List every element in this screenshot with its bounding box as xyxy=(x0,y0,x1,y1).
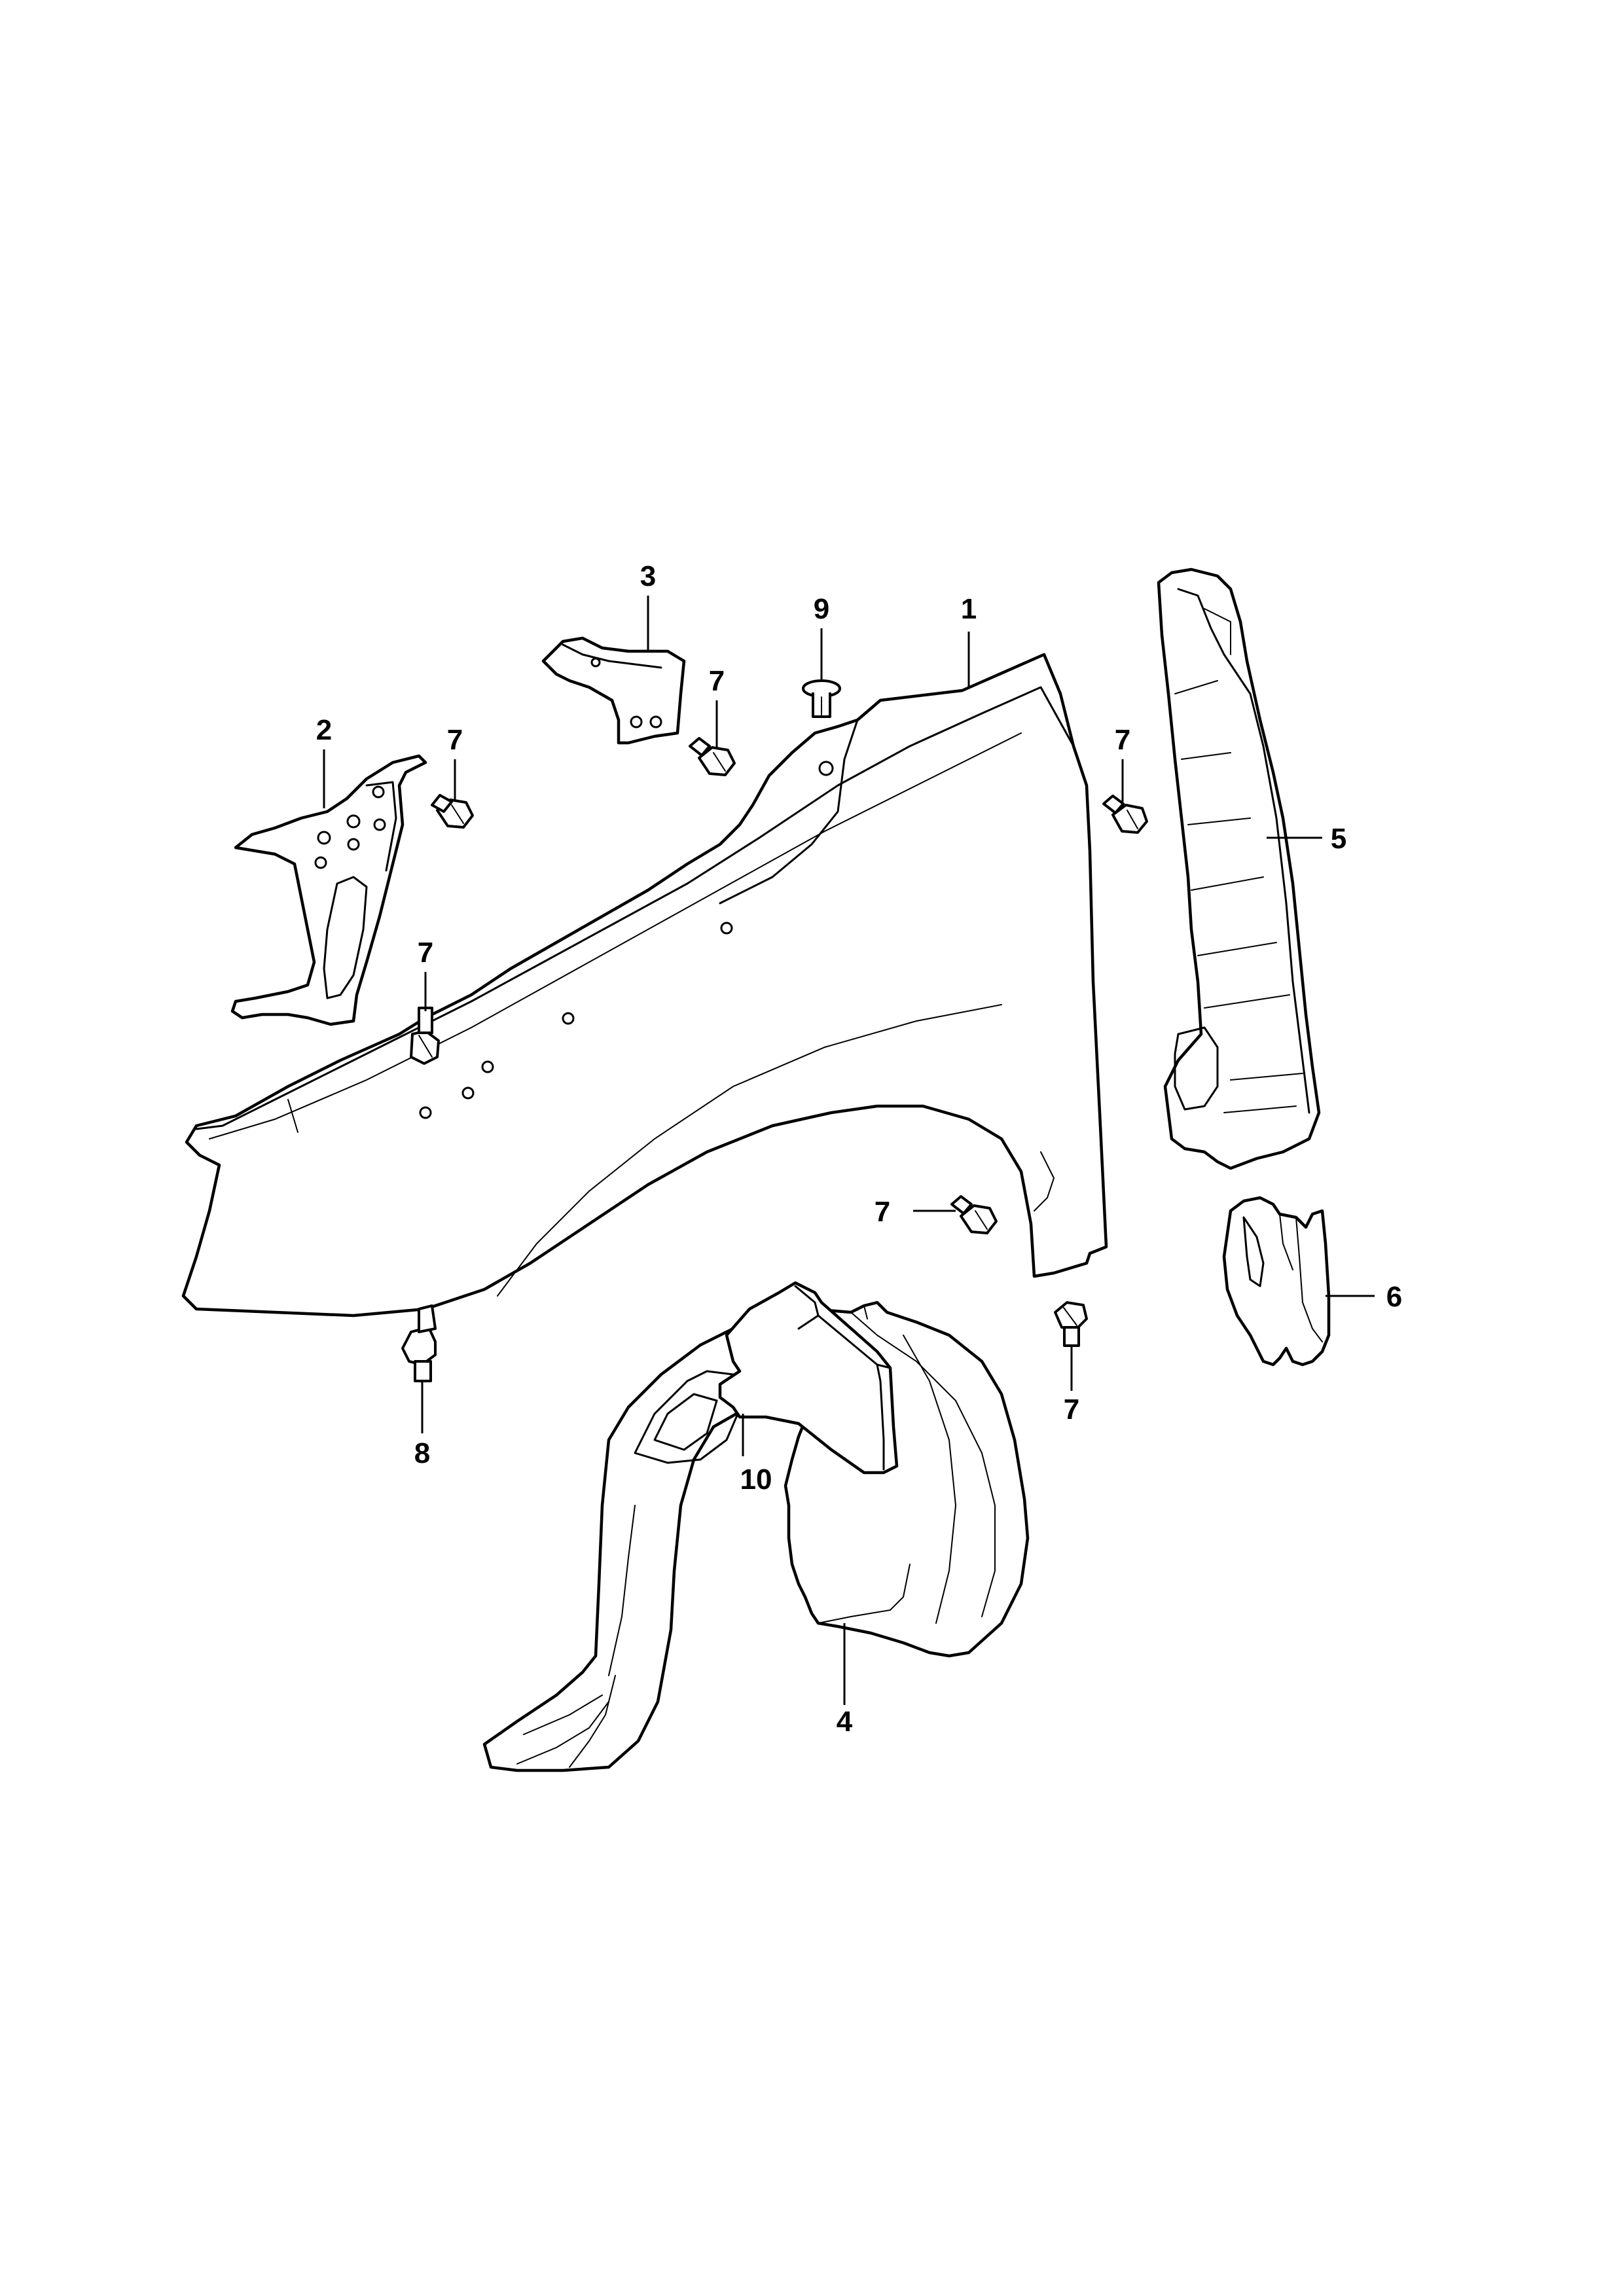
callout-7-f: 7 xyxy=(1064,1393,1079,1426)
callout-labels: 1 2 3 4 5 6 7 7 7 7 7 7 8 9 10 xyxy=(316,560,1402,1738)
callout-7-d: 7 xyxy=(418,937,433,969)
callout-7-e: 7 xyxy=(875,1196,890,1228)
callout-8: 8 xyxy=(414,1437,430,1469)
part-3-upper-bracket xyxy=(541,636,686,745)
leader-lines xyxy=(323,596,1375,1705)
callout-6: 6 xyxy=(1386,1281,1402,1313)
fastener-7-bolt-d xyxy=(410,1007,440,1065)
part-10-insulator xyxy=(718,1281,899,1475)
fastener-9-clip xyxy=(802,679,841,718)
part-1-front-fender xyxy=(181,653,1108,1318)
fastener-7-bolt-a xyxy=(431,794,474,829)
callout-2: 2 xyxy=(316,714,332,746)
fastener-7-bolt-c xyxy=(1102,795,1148,834)
part-5-side-trim xyxy=(1157,567,1321,1170)
part-2-fender-bracket xyxy=(230,754,427,1026)
fastener-8-clip xyxy=(401,1304,437,1382)
callout-7-a: 7 xyxy=(709,665,725,697)
fastener-7-bolt-e xyxy=(950,1195,998,1234)
callout-7-c: 7 xyxy=(1115,724,1130,756)
callout-5: 5 xyxy=(1331,823,1346,855)
fastener-7-bolt-f xyxy=(1054,1301,1088,1347)
callout-10: 10 xyxy=(740,1463,772,1496)
fastener-7-bolt-b xyxy=(689,737,736,776)
part-6-shield xyxy=(1222,1196,1331,1367)
callout-7-b: 7 xyxy=(447,724,463,756)
callout-4: 4 xyxy=(837,1706,853,1738)
callout-1: 1 xyxy=(961,593,977,625)
callout-3: 3 xyxy=(640,560,656,592)
callout-9: 9 xyxy=(814,593,829,625)
